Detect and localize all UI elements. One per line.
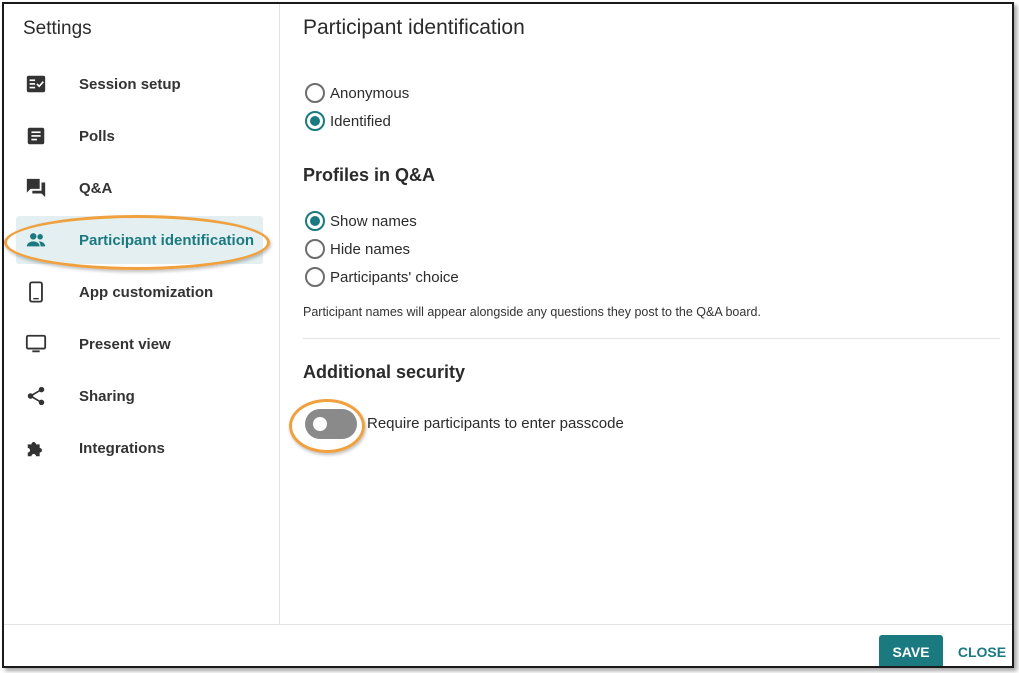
radio-circle[interactable]: [305, 83, 325, 103]
sidebar-item-session-setup[interactable]: Session setup: [16, 60, 263, 108]
radio-participants-choice[interactable]: Participants' choice: [305, 266, 459, 288]
security-heading: Additional security: [303, 362, 466, 382]
sidebar-item-qa[interactable]: Q&A: [16, 164, 263, 212]
profiles-heading: Profiles in Q&A: [303, 165, 436, 185]
profiles-note: Participant names will appear alongside …: [303, 305, 761, 319]
radio-anonymous[interactable]: Anonymous: [305, 82, 409, 104]
phone-icon: [25, 281, 47, 303]
close-button[interactable]: CLOSE: [954, 635, 1010, 666]
puzzle-icon: [25, 437, 47, 459]
monitor-icon: [25, 333, 47, 355]
sidebar-item-label: App customization: [79, 283, 214, 301]
radio-circle[interactable]: [305, 267, 325, 287]
radio-circle[interactable]: [305, 111, 325, 131]
chat-icon: [25, 177, 47, 199]
sidebar: Settings Session setup Polls Q&A: [4, 4, 280, 624]
section-divider: [303, 338, 1000, 339]
sidebar-item-integrations[interactable]: Integrations: [16, 424, 263, 472]
radio-label: Participants' choice: [330, 268, 459, 286]
sidebar-item-label: Present view: [79, 335, 171, 353]
radio-hide-names[interactable]: Hide names: [305, 238, 410, 260]
sidebar-item-label: Polls: [79, 127, 115, 145]
main-panel: Participant identification Anonymous Ide…: [281, 4, 1012, 624]
radio-show-names[interactable]: Show names: [305, 210, 417, 232]
people-icon: [25, 229, 47, 251]
sidebar-item-label: Integrations: [79, 439, 165, 457]
save-button[interactable]: SAVE: [879, 635, 943, 666]
sidebar-item-present-view[interactable]: Present view: [16, 320, 263, 368]
sidebar-item-sharing[interactable]: Sharing: [16, 372, 263, 420]
checklist-icon: [25, 73, 47, 95]
page-title: Participant identification: [303, 16, 525, 39]
sidebar-item-app-customization[interactable]: App customization: [16, 268, 263, 316]
share-icon: [25, 385, 47, 407]
radio-circle[interactable]: [305, 211, 325, 231]
document-icon: [25, 125, 47, 147]
radio-label: Hide names: [330, 240, 411, 258]
radio-label: Show names: [330, 212, 417, 230]
radio-circle[interactable]: [305, 239, 325, 259]
passcode-toggle[interactable]: [305, 409, 357, 439]
sidebar-title: Settings: [23, 18, 92, 39]
radio-label: Anonymous: [330, 84, 410, 102]
toggle-knob: [313, 417, 327, 431]
dialog-footer: SAVE CLOSE: [4, 624, 1012, 666]
sidebar-item-label: Sharing: [79, 387, 135, 405]
sidebar-item-label: Q&A: [79, 179, 113, 197]
sidebar-item-label: Participant identification: [79, 231, 255, 249]
sidebar-item-label: Session setup: [79, 75, 181, 93]
radio-identified[interactable]: Identified: [305, 110, 391, 132]
radio-label: Identified: [330, 112, 391, 130]
sidebar-item-participant-identification[interactable]: Participant identification: [16, 216, 263, 264]
sidebar-item-polls[interactable]: Polls: [16, 112, 263, 160]
passcode-toggle-label: Require participants to enter passcode: [367, 415, 624, 432]
